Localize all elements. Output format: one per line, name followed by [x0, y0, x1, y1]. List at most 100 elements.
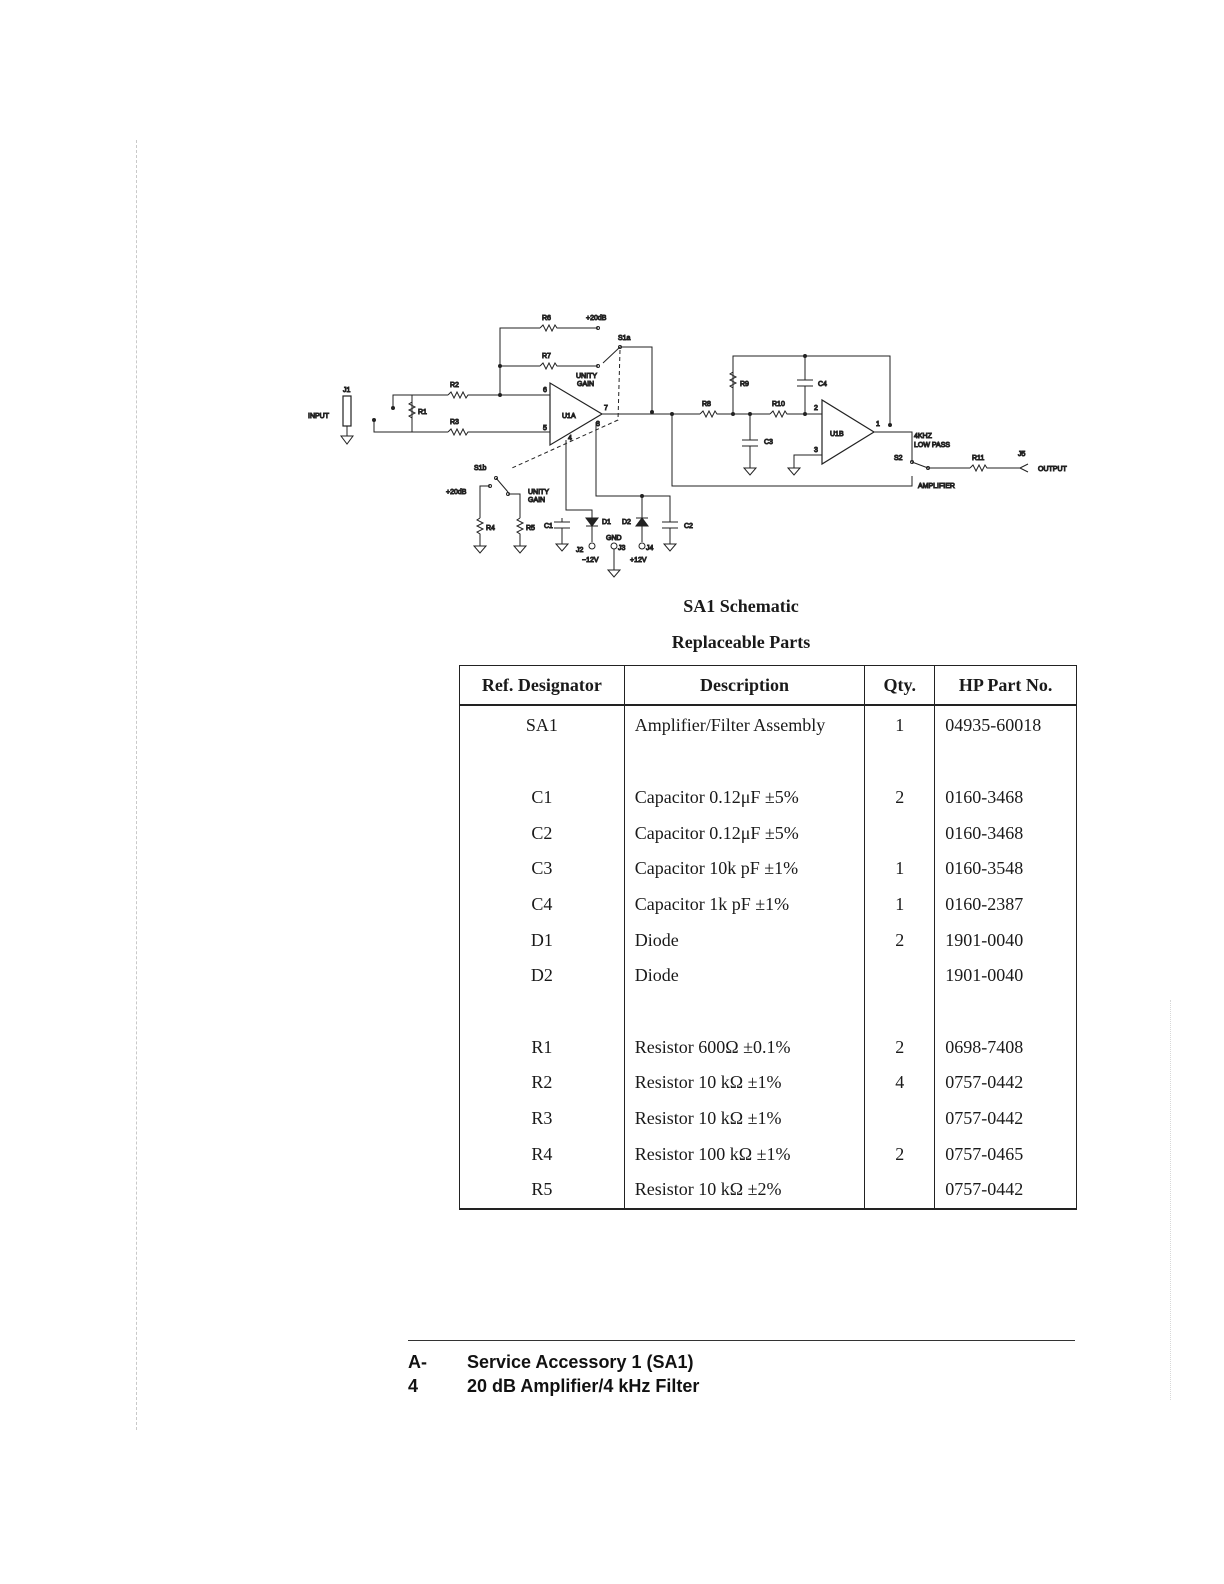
unity-bot-line2: GAIN [528, 497, 545, 504]
r2-label: R2 [450, 382, 459, 389]
cell-desc: Diode [623, 922, 866, 958]
footer-rule [408, 1340, 1075, 1341]
cell-ref: R1 [459, 1029, 625, 1066]
table-header-row: Ref. Designator Description Qty. HP Part… [459, 665, 1077, 706]
pos12-label: +12V [630, 557, 647, 564]
resistor-r9 [728, 371, 738, 389]
j3-label: J3 [618, 545, 626, 552]
unity-top-line2: GAIN [577, 381, 594, 388]
pin1-label: 1 [876, 421, 880, 428]
resistor-r4 [472, 517, 488, 554]
resistor-r2 [447, 390, 500, 400]
c3-label: C3 [764, 439, 773, 446]
replaceable-parts-title: Replaceable Parts [671, 632, 811, 652]
cell-ref: D1 [459, 922, 625, 958]
d2-label: D2 [622, 519, 631, 526]
c4-label: C4 [818, 381, 827, 388]
cell-qty: 1 [864, 851, 936, 887]
unity-bot-line1: UNITY [528, 489, 549, 496]
resistor-r5 [512, 517, 528, 554]
table-row: C4 Capacitor 1k pF ±1% 1 0160-2387 [459, 886, 1077, 923]
scan-edge-marks [1170, 1000, 1171, 1400]
cell-part: 0757-0442 [934, 1065, 1077, 1101]
cell-qty: 1 [864, 886, 936, 923]
cell-desc: Resistor 600Ω ±0.1% [623, 1029, 866, 1066]
pin2-label: 2 [814, 405, 818, 412]
r5-label: R5 [526, 525, 535, 532]
pin5-label: 5 [543, 425, 547, 432]
table-row: C3 Capacitor 10k pF ±1% 1 0160-3548 [459, 851, 1077, 887]
cell-qty [864, 1171, 936, 1209]
cell-part [934, 993, 1077, 1030]
d1-label: D1 [602, 519, 611, 526]
resistor-r6 [539, 323, 560, 333]
pin4-label: 4 [568, 435, 572, 442]
resistor-r11 [969, 463, 1020, 473]
r7-label: R7 [542, 353, 551, 360]
cell-desc: Resistor 10 kΩ ±1% [623, 1065, 866, 1101]
r10-label: R10 [772, 401, 785, 408]
unity-top-line1: UNITY [576, 373, 597, 380]
footer-section-subtitle: 20 dB Amplifier/4 kHz Filter [467, 1376, 700, 1396]
table-row: C1 Capacitor 0.12μF ±5% 2 0160-3468 [459, 780, 1077, 816]
j4-label: J4 [646, 545, 654, 552]
table-row: R2 Resistor 10 kΩ ±1% 4 0757-0442 [459, 1065, 1077, 1101]
cell-part: 04935-60018 [934, 705, 1077, 744]
cell-part: 1901-0040 [934, 957, 1077, 994]
gain20-left-label: +20dB [446, 489, 467, 496]
cell-part: 0757-0442 [934, 1171, 1077, 1209]
cell-qty: 2 [864, 1136, 936, 1172]
cell-ref: R4 [459, 1136, 625, 1172]
input-jack-j1 [342, 395, 352, 427]
j2-label: J2 [576, 547, 584, 554]
cell-desc: Diode [623, 957, 866, 994]
neg12-label: −12V [582, 557, 599, 564]
cell-qty: 2 [864, 1029, 936, 1066]
header-hp-part-no: HP Part No. [934, 665, 1077, 706]
cell-desc: Capacitor 10k pF ±1% [623, 851, 866, 887]
cell-desc: Resistor 10 kΩ ±1% [623, 1100, 866, 1137]
cell-qty [864, 957, 936, 994]
u1a-label: U1A [562, 413, 576, 420]
resistor-r8 [699, 409, 733, 419]
cell-part: 0160-3468 [934, 815, 1077, 852]
cell-ref: C3 [459, 851, 625, 887]
cell-qty: 2 [864, 922, 936, 958]
cell-ref: C1 [459, 780, 625, 816]
table-row: SA1 Amplifier/Filter Assembly 1 04935-60… [459, 705, 1077, 744]
c2-label: C2 [684, 523, 693, 530]
cell-ref [459, 993, 625, 1030]
table-row [459, 993, 1077, 1030]
cell-ref: C4 [459, 886, 625, 923]
pin6-label: 6 [543, 387, 547, 394]
diode-d1 [585, 517, 599, 527]
lowpass-line2: LOW PASS [914, 442, 950, 449]
cell-desc: Capacitor 1k pF ±1% [623, 886, 866, 923]
cell-desc: Resistor 100 kΩ ±1% [623, 1136, 866, 1172]
schematic-caption: SA1 Schematic [683, 596, 799, 616]
table-row: C2 Capacitor 0.12μF ±5% 0160-3468 [459, 815, 1077, 852]
opamp-u1a [549, 381, 604, 447]
cell-part: 0698-7408 [934, 1029, 1077, 1066]
cell-part: 0757-0442 [934, 1100, 1077, 1137]
amplifier-label: AMPLIFIER [918, 483, 955, 490]
diode-d2 [635, 517, 649, 527]
replaceable-parts-table: Ref. Designator Description Qty. HP Part… [459, 665, 1077, 1210]
s2-label: S2 [894, 455, 903, 462]
resistor-r3 [447, 427, 550, 437]
j1-label: J1 [343, 387, 351, 394]
cell-desc: Capacitor 0.12μF ±5% [623, 815, 866, 852]
cell-qty: 1 [864, 705, 936, 744]
r1-label: R1 [418, 409, 427, 416]
table-row: R3 Resistor 10 kΩ ±1% 0757-0442 [459, 1100, 1077, 1137]
cell-desc [623, 744, 866, 780]
r4-label: R4 [486, 525, 495, 532]
cell-desc [623, 993, 866, 1030]
cell-qty: 4 [864, 1065, 936, 1101]
cell-ref [459, 744, 625, 780]
c1-label: C1 [544, 523, 553, 530]
r11-label: R11 [972, 455, 984, 462]
u1b-label: U1B [830, 431, 844, 438]
table-row: R4 Resistor 100 kΩ ±1% 2 0757-0465 [459, 1136, 1077, 1172]
